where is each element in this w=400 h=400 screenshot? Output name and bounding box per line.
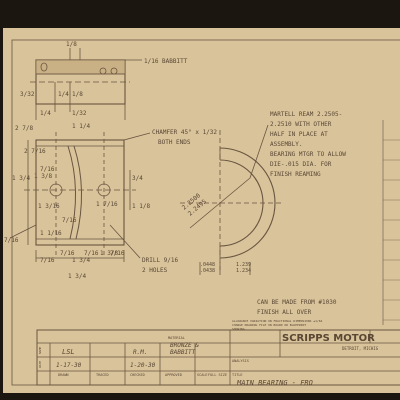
front-dim: 7/16	[62, 217, 77, 224]
front-dim: 7/16	[60, 250, 75, 257]
front-view	[9, 132, 151, 262]
title-label: TITLE	[232, 373, 243, 377]
reaming-note: HALF IN PLACE AT	[270, 131, 328, 138]
material-note: FINISH ALL OVER	[257, 309, 312, 316]
top-dim: 1/4	[58, 91, 69, 98]
front-dim: 1 3/8	[100, 250, 118, 257]
front-dim: 2 7/8	[15, 125, 33, 132]
top-dim: 1 1/4	[72, 123, 90, 130]
front-dim: 7/16	[84, 250, 99, 257]
babbitt-layer	[35, 59, 126, 75]
tolerance-note: CHANGE DRAWING FILE ON BOARD OR BLUEPRIN…	[232, 323, 306, 327]
col-label: CHECKED	[130, 373, 145, 377]
drawing-title: MAIN BEARING - FRO	[236, 379, 313, 387]
material-label: MATERIAL	[168, 336, 185, 340]
bottom-dim: 1 3/4	[68, 273, 86, 280]
material-value: BRONZE &	[170, 342, 199, 349]
end-view	[180, 124, 282, 275]
front-dim: 7/16	[40, 257, 55, 264]
front-dim: 1 3/4	[72, 257, 90, 264]
end-dim: 1.239	[236, 262, 251, 268]
front-dim: 1 3/4	[12, 175, 30, 182]
col-label: TRACED	[96, 373, 109, 377]
row-label-name: NAME	[38, 347, 42, 354]
reaming-note: 2.2510 WITH OTHER	[270, 121, 332, 128]
drill-note: DRILL 9/16	[142, 257, 179, 264]
checked-name: R.M.	[133, 349, 147, 356]
end-dim: 1.234	[236, 268, 251, 274]
chamfer-note: CHAMFER 45° x 1/32	[152, 129, 217, 136]
front-dim: 3/4	[132, 175, 143, 182]
drawn-date: 1-17-30	[56, 362, 82, 369]
reaming-note: DIE-.015 DIA. FOR	[270, 161, 332, 168]
revision-column	[383, 139, 400, 321]
front-dim: 1 3/16	[38, 203, 60, 210]
left-dim: 7/16	[4, 237, 19, 244]
title-block	[36, 120, 400, 386]
front-dim: 1 7/16	[96, 201, 118, 208]
paper-sheet	[3, 28, 400, 393]
company-location: DETROIT, MICHIG	[342, 346, 379, 351]
tolerance-note: ALLOWANCE VARIATION ON FRACTIONAL DIMENS…	[232, 319, 323, 323]
front-dim: 2 7/16	[24, 148, 46, 155]
front-dim: 1 3/8	[34, 173, 52, 180]
scale-value: FULL SIZE	[208, 373, 227, 377]
reaming-note: ASSEMBLY.	[270, 141, 303, 148]
company-name: SCRIPPS MOTOR	[282, 333, 375, 344]
material-note: CAN BE MADE FROM #1030	[257, 299, 337, 306]
top-dim: 1/8	[66, 41, 77, 48]
tolerance-note: SHOWING...	[232, 327, 250, 331]
top-dim: 1/32	[72, 110, 87, 117]
reaming-note: FINISH REAMING	[270, 171, 321, 178]
front-dim: 1 1/16	[40, 230, 62, 237]
scale-label: SCALE	[197, 373, 208, 377]
drawn-name: LSL	[62, 348, 75, 356]
drill-note: 2 HOLES	[142, 267, 168, 274]
row-label-date: DATE	[38, 361, 42, 368]
end-dim: .0448	[200, 262, 215, 268]
col-label: DRAWN	[58, 373, 69, 377]
top-dim: 1/8	[72, 91, 83, 98]
front-dim: 1 1/8	[132, 203, 150, 210]
front-view-outline	[35, 139, 125, 246]
end-dim: .0438	[200, 268, 215, 274]
babbitt-note: 1/16 BABBITT	[144, 58, 188, 65]
top-dim: 3/32	[20, 91, 35, 98]
reaming-note: BEARING MTGR TO ALLOW	[270, 151, 346, 158]
analysis-label: ANALYSIS	[232, 359, 249, 363]
top-dim: 1/4	[40, 110, 51, 117]
chamfer-note: BOTH ENDS	[158, 139, 191, 146]
material-value: BABBITT	[170, 349, 196, 356]
front-dim: 7/16	[110, 250, 125, 257]
reaming-note: MARTELL REAM 2.2505-	[270, 111, 342, 118]
top-view	[30, 48, 142, 120]
col-label: APPROVED	[165, 373, 182, 377]
checked-date: 1-20-30	[130, 362, 156, 369]
front-dim: 7/16	[40, 166, 55, 173]
